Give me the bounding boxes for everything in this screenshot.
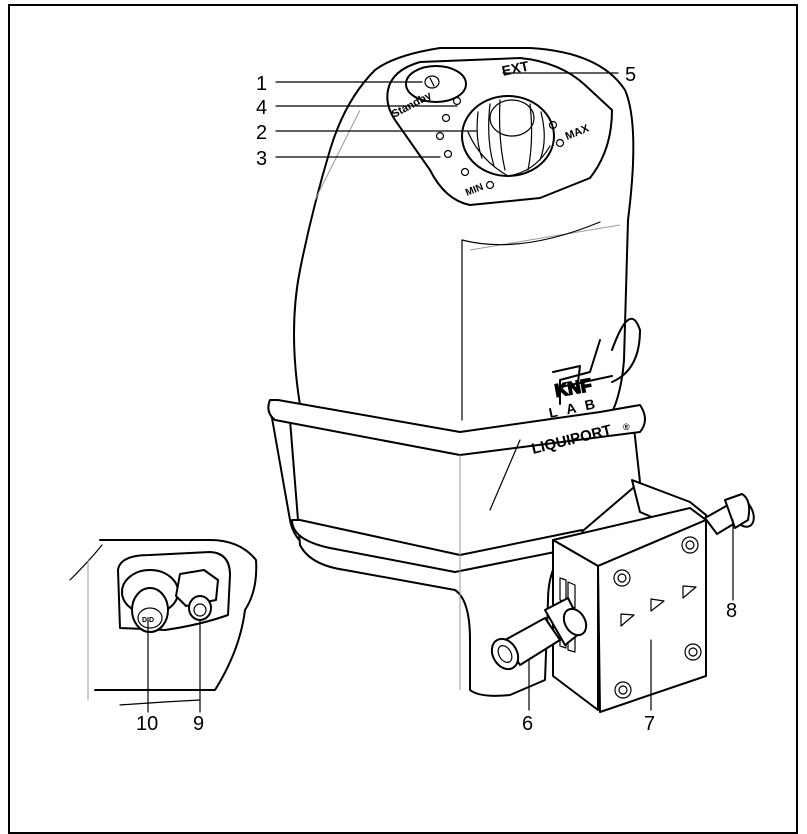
callout-8: 8 — [726, 600, 737, 622]
callout-6: 6 — [522, 713, 533, 735]
logo-registered: ® — [623, 422, 630, 432]
inlet-fitting — [490, 597, 588, 671]
callout-7: 7 — [644, 713, 655, 735]
speed-knob-icon — [461, 95, 555, 177]
outlet-fitting — [704, 493, 755, 535]
logo-brand: KNF — [553, 375, 593, 401]
callout-2: 2 — [256, 122, 267, 144]
leader-lines — [147, 72, 734, 713]
callout-9: 9 — [193, 713, 204, 735]
callout-10: 10 — [136, 713, 158, 735]
callout-5: 5 — [625, 64, 636, 86]
callout-1: 1 — [256, 73, 267, 95]
standby-switch-icon — [405, 65, 467, 103]
callout-4: 4 — [256, 97, 267, 119]
connector-inset: DID — [69, 539, 258, 706]
callout-3: 3 — [256, 148, 267, 170]
